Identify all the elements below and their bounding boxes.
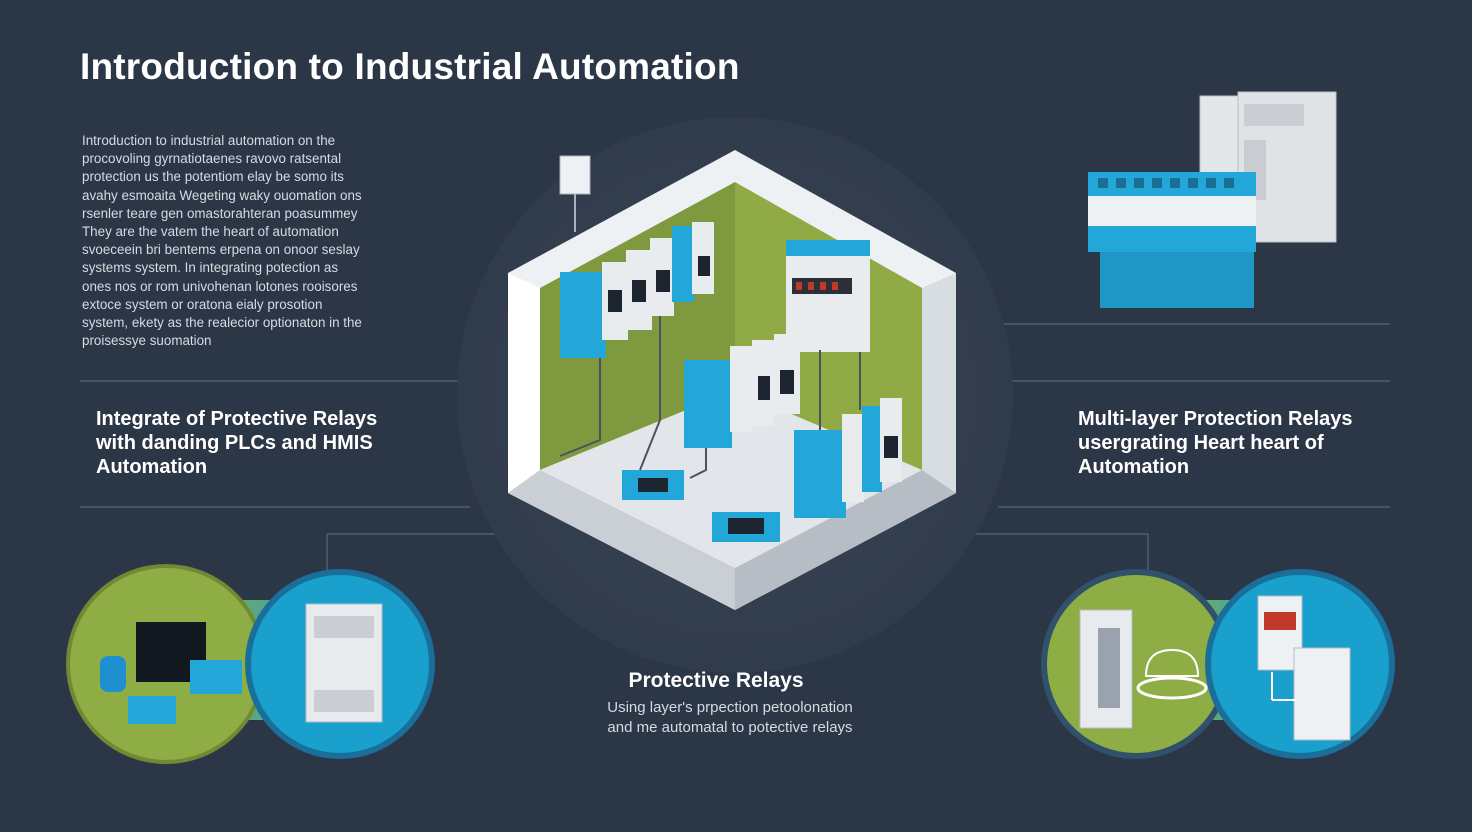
intro-line: They are the vatem the heart of automati… [82, 224, 339, 240]
wall-relay-module-left [560, 222, 714, 358]
page-title: Introduction to Industrial Automation [80, 46, 740, 87]
right-section-title-line: Multi-layer Protection Relays [1078, 408, 1353, 430]
intro-line: system, ekety as the realecior optionato… [82, 315, 362, 331]
center-subtitle-line: and me automatal to potective relays [607, 719, 853, 736]
intro-line: avahy esmoaita Wegeting waky ouomation o… [82, 187, 362, 203]
intro-line: protection us the potentiom elay be somo… [82, 169, 345, 185]
left-section-title: Integrate of Protective Relays with dand… [96, 407, 377, 479]
center-subtitle-line: Using layer's prpection petoolonation [607, 699, 853, 716]
left-product-circles [66, 564, 435, 764]
intro-line: svoeceein bri bentems erpena on onoor se… [82, 242, 360, 258]
intro-line: procovoling gyrnatiotaenes ravovo ratsen… [82, 151, 342, 167]
left-section-title-line: Integrate of Protective Relays [96, 408, 378, 430]
divider-lines [80, 323, 1390, 590]
intro-line: systems system. In integrating potection… [82, 260, 339, 276]
left-section-title-line: Automation [96, 456, 208, 478]
intro-line: extoce system or oratona eialy prosotion [82, 296, 323, 312]
intro-line: proisessye suomation [82, 333, 212, 349]
right-section-title-line: usergrating Heart heart of [1078, 432, 1324, 454]
automation-room-illustration [508, 150, 956, 610]
relay-stack-circle [1041, 569, 1231, 759]
floor-relay-module-right [794, 398, 902, 518]
intro-line: Introduction to industrial automation on… [82, 133, 336, 148]
wall-relay-panel-right [786, 240, 870, 352]
floor-relay-module-center [684, 334, 800, 448]
center-section-subtitle: Using layer's prpection petoolonation an… [530, 698, 930, 738]
right-section-title-line: Automation [1078, 456, 1190, 478]
relay-product-illustration [1088, 91, 1337, 308]
floor-small-devices [622, 470, 780, 542]
left-section-title-line: with danding PLCs and HMIS [96, 432, 373, 454]
wiring [559, 316, 861, 479]
right-section-title: Multi-layer Protection Relays usergratin… [1078, 407, 1353, 479]
intro-line: rsenler teare gen omastorahteran poasumm… [82, 205, 358, 221]
center-section-title: Protective Relays [628, 669, 804, 692]
right-product-circles [1041, 569, 1395, 759]
intro-line: ones nos or rom univohenan lotones roois… [82, 278, 358, 294]
intro-paragraph: Introduction to industrial automation on… [82, 132, 462, 350]
